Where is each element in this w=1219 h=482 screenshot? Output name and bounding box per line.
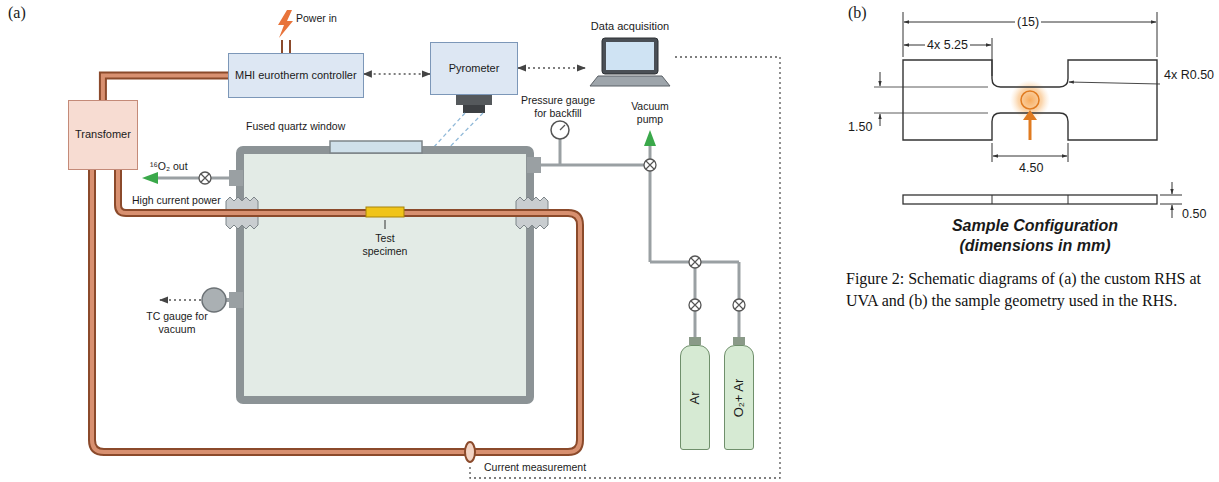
node-text: Data acquisition — [591, 20, 669, 33]
controller-box: MHI eurotherm controller — [228, 53, 364, 98]
power-cable — [103, 76, 228, 101]
dimension: 0.50 — [1180, 207, 1208, 222]
sample-drawing — [874, 12, 1182, 218]
node-text: Ar — [687, 391, 703, 404]
dimension: (15) — [1015, 15, 1041, 30]
gas-lines — [541, 121, 745, 345]
figure-caption: Figure 2: Schematic diagrams of (a) the … — [846, 268, 1212, 313]
drawing-title: Sample Configuration (dimensions in mm) — [935, 216, 1135, 256]
part-label: Test specimen — [356, 232, 414, 257]
part-label: High current power — [132, 194, 221, 207]
part-label: Pressure gauge for backfill — [516, 94, 600, 119]
node-text: Transfomer — [75, 128, 131, 141]
signal-line — [518, 67, 585, 68]
test-specimen — [366, 207, 404, 229]
panel-label: (b) — [848, 4, 867, 22]
part-label: TC gauge for vacuum — [144, 310, 210, 335]
power-label: Power in — [296, 12, 337, 25]
tc-gauge — [160, 288, 229, 312]
signal-line — [364, 73, 430, 74]
dimension: 4x 5.25 — [925, 38, 970, 53]
vacuum-chamber — [226, 141, 548, 400]
transformer-box: Transfomer — [68, 100, 138, 170]
power-cable — [103, 76, 228, 101]
node-text: Pyrometer — [449, 62, 500, 75]
oxygen-outlet — [142, 172, 229, 184]
gas-cylinder: Ar — [680, 345, 710, 450]
power-cable — [103, 76, 228, 101]
laptop-icon: Data acquisition — [585, 20, 675, 94]
dimension: 1.50 — [846, 120, 874, 135]
signal-line — [518, 68, 585, 69]
power-input — [278, 10, 293, 53]
panel-label: (a) — [8, 4, 26, 22]
part-label: Current measurement — [484, 461, 586, 474]
gas-cylinder: O₂+ Ar — [724, 345, 754, 450]
part-label: Fused quartz window — [246, 120, 345, 133]
copper-power-lines — [92, 170, 580, 452]
pyrometer-box: Pyrometer — [430, 42, 518, 95]
part-label: Vacuum pump — [622, 100, 678, 125]
laptop-drawing — [588, 36, 672, 90]
node-text: O₂+ Ar — [731, 378, 747, 417]
part-label: ¹⁶O₂ out — [150, 160, 188, 173]
node-text: MHI eurotherm controller — [235, 69, 357, 82]
current-sensor — [465, 57, 780, 478]
signal-line — [364, 74, 430, 75]
dimension: 4.50 — [1017, 161, 1045, 176]
dimension: 4x R0.50 — [1162, 68, 1216, 83]
